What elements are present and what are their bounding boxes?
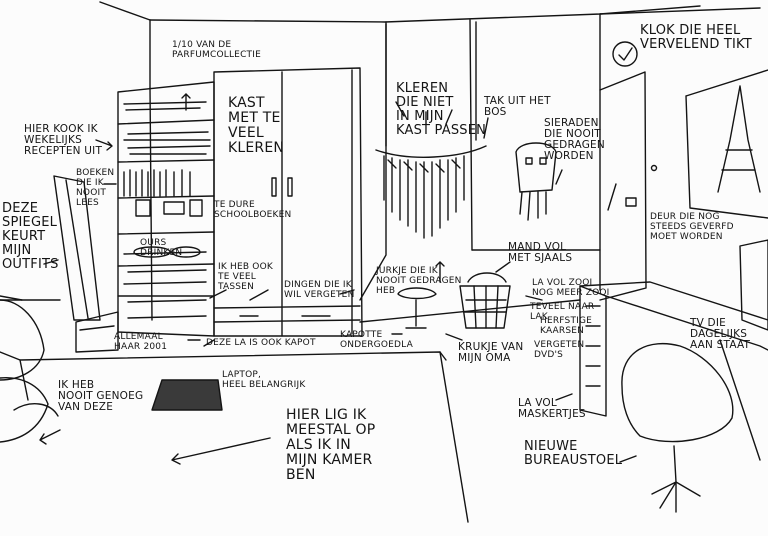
desk-chair [621, 342, 734, 513]
mirror-note: Deze spiegel keurt mijn outfits [2, 201, 59, 272]
bookshelf [117, 81, 215, 337]
scarf-basket [459, 272, 511, 329]
clothes-note: kleren die niet in mijn kast passen [396, 81, 487, 138]
tv-screen [739, 239, 768, 331]
bed-note: Hier lig ik meestal op als ik in mijn ka… [286, 407, 376, 483]
eiffel-tower-poster-icon [685, 69, 768, 219]
masks-note: la vol maskertjes [518, 397, 586, 420]
bags-note: ik heb ook te veel tassen [218, 262, 273, 292]
jewelry-holder [515, 142, 557, 221]
clock-checkmark-icon [612, 41, 638, 67]
stool [397, 287, 437, 329]
mirror [53, 175, 101, 321]
year-2001-note: Allemaal haar 2001 [114, 332, 168, 352]
schoolbooks-note: te dure schoolboeken [214, 200, 292, 220]
tv-note: TV die dagelijks aan staat [690, 317, 751, 351]
desk [579, 281, 768, 461]
laptop-icon [151, 379, 223, 411]
books-note: Boeken die ik nooit lees [76, 168, 115, 208]
dvd-note: vergeten dvd's [534, 340, 585, 360]
cookbook-note: Hier kook ik wekelijks recepten uit [24, 123, 103, 157]
underwear-drawer-note: kapotte ondergoedla [340, 330, 413, 350]
forget-note: Dingen die ik wil vergeten [284, 280, 355, 300]
pillows-note: ik heb nooit genoeg van deze [58, 379, 144, 413]
nightstand [75, 311, 119, 353]
candles-note: herfstige kaarsen [540, 316, 593, 336]
stool-note: krukje van mijn oma [458, 341, 524, 364]
wardrobe-note: Kast met te veel kleren [228, 95, 285, 156]
door [599, 71, 658, 301]
laptop-note: laptop, heel belangrijk [222, 370, 306, 390]
bed [0, 295, 469, 523]
macrame-wall-hanging [375, 21, 487, 239]
branch-note: tak uit het bos [484, 95, 551, 118]
drinks-label: ours drinken [140, 238, 183, 258]
parfum-note: 1/10 van de parfumcollectie [172, 40, 261, 60]
broken-drawer-note: deze la is ook kapot [206, 338, 316, 348]
basket-note: mand vol met sjaals [508, 241, 573, 264]
dress-note: jurkje die ik nooit gedragen heb [376, 266, 462, 296]
chair-note: nieuwe bureaustoel [524, 439, 623, 468]
door-note: Deur die nog steeds geverfd moet worden [650, 212, 734, 242]
annotation-arrows [39, 93, 637, 465]
clock-note: Klok die heel vervelend tikt [640, 23, 752, 52]
jewelry-note: sieraden die nooit gedragen worden [544, 117, 605, 162]
drawer-junk-note: la vol zooi nog meer zooi [532, 278, 610, 298]
drawer-lak-note: teveel naar lak [530, 302, 595, 322]
